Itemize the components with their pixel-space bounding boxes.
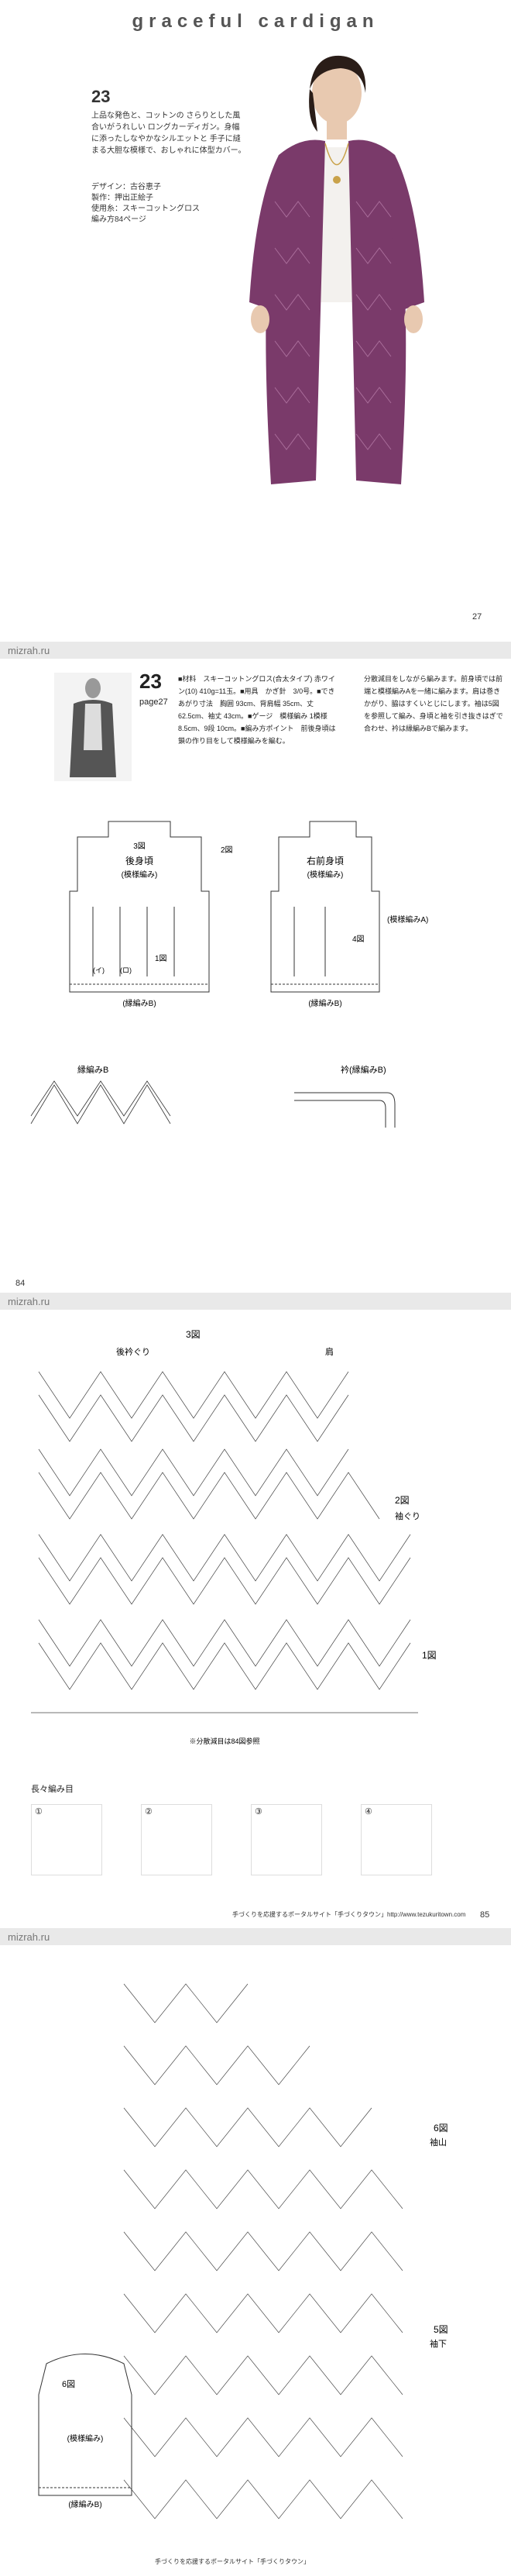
collar-diagram: 衿(縁編みB) [294, 1064, 396, 1128]
label-fig1: 1図 [155, 954, 167, 963]
label-back: 後身頃 [125, 855, 153, 866]
page-3: 3図 後衿ぐり 肩 2図 袖ぐり 1図 ※分散減目は84図参照 長々編み目 ① … [0, 1310, 511, 1930]
page-number: 27 [472, 612, 482, 622]
thumbnail-photo [54, 673, 132, 781]
schematic-diagram: 3図 後身頃 (模様編み) (縁編みB) 2図 右前身頃 (模様編み) (模様編… [69, 821, 428, 1008]
label-fig6: 6図 [434, 2123, 448, 2133]
footer: 手づくりを応援するポータルサイト「手づくりタウン」http://www.tezu… [232, 1911, 466, 1918]
label-sleeve-under: 袖下 [430, 2338, 447, 2349]
long-stitch-section: 長々編み目 ① ② ③ ④ [31, 1782, 465, 1899]
step-3: ③ [251, 1804, 322, 1875]
label-pattern: (模様編み) [67, 2433, 104, 2443]
label-fig4: 4図 [352, 935, 365, 944]
page-2: 23 page27 ■材料 スキーコットングロス(合太タイプ) 赤ワイン(10)… [0, 659, 511, 1294]
page-number: 84 [15, 1279, 26, 1288]
page-1: graceful cardigan 23 上品な発色と、コットンの さらりとした… [0, 0, 511, 643]
label-edge-b: (縁編みB) [122, 998, 156, 1008]
label-right-front: 右前身頃 [307, 855, 344, 866]
long-stitch-title: 長々編み目 [31, 1785, 74, 1794]
model-photo [249, 55, 424, 484]
description: 上品な発色と、コットンの さらりとした風合いがうれしい ロングカーディガン。身幅… [91, 112, 246, 155]
edge-b-chart: 縁編みB [30, 1064, 171, 1124]
label-pattern-2: (模様編み) [307, 870, 344, 880]
step-4: ④ [361, 1804, 432, 1875]
label-pattern-a: (模様編みA) [387, 914, 428, 925]
separator [0, 642, 511, 659]
label-fig6-small: 6図 [62, 2379, 75, 2389]
step-2: ② [141, 1804, 212, 1875]
credits: デザイン：古谷恵子 製作：押出正絵子 使用糸：スキーコットングロス 編み方84ペ… [91, 183, 200, 224]
page-title: graceful cardigan [132, 11, 379, 32]
step-1: ① [31, 1804, 102, 1875]
separator [0, 1293, 511, 1310]
watermark: mizrah.ru [8, 645, 50, 656]
page-4: 6図 袖山 5図 袖下 6図 (模様編み) (縁編みB) 手づくりを応援するポー… [0, 1945, 511, 2576]
page-number: 85 [480, 1910, 490, 1920]
label-fig2: 2図 [221, 845, 233, 855]
label-fig2: 2図 [395, 1495, 410, 1506]
watermark: mizrah.ru [8, 1296, 50, 1307]
model-number: 23 [139, 670, 162, 693]
label-shoulder: 肩 [325, 1346, 334, 1357]
notes-text: 分散減目をしながら編みます。前身頃では前端と模様編みAを一緒に編みます。肩は巻き… [364, 675, 503, 732]
collar-label: 衿(縁編みB) [341, 1064, 386, 1075]
label-b: (ロ) [120, 966, 132, 974]
label-edge-b-2: (縁編みB) [308, 998, 341, 1008]
separator [0, 1928, 511, 1945]
label-edge-b: (縁編みB) [68, 2499, 101, 2509]
page-ref: page27 [139, 697, 168, 707]
label-back-neck: 後衿ぐり [116, 1346, 150, 1357]
model-number: 23 [91, 87, 111, 106]
label-a: (イ) [93, 966, 105, 974]
label-fig3: 3図 [133, 842, 146, 851]
sleeve-schematic: 6図 (模様編み) (縁編みB) [38, 2354, 132, 2509]
label-pattern: (模様編み) [122, 870, 158, 880]
footer: 手づくりを応援するポータルサイト「手づくりタウン」 [155, 2558, 310, 2565]
label-fig3: 3図 [186, 1329, 201, 1340]
materials-text: ■材料 スキーコットングロス(合太タイプ) 赤ワイン(10) 410g=11玉。… [178, 675, 336, 745]
label-fig1: 1図 [422, 1650, 437, 1661]
watermark: mizrah.ru [8, 1931, 50, 1943]
note-text: ※分散減目は84図参照 [189, 1737, 259, 1745]
label-fig5: 5図 [434, 2324, 448, 2335]
stitch-chart-body: 3図 後衿ぐり 肩 2図 袖ぐり 1図 ※分散減目は84図参照 [31, 1329, 437, 1745]
label-sleeve-cap: 袖山 [430, 2137, 447, 2147]
stitch-chart-sleeve: 6図 袖山 5図 袖下 [123, 1983, 448, 2519]
label-armhole: 袖ぐり [395, 1510, 420, 1521]
edge-b-title: 縁編みB [77, 1064, 108, 1075]
